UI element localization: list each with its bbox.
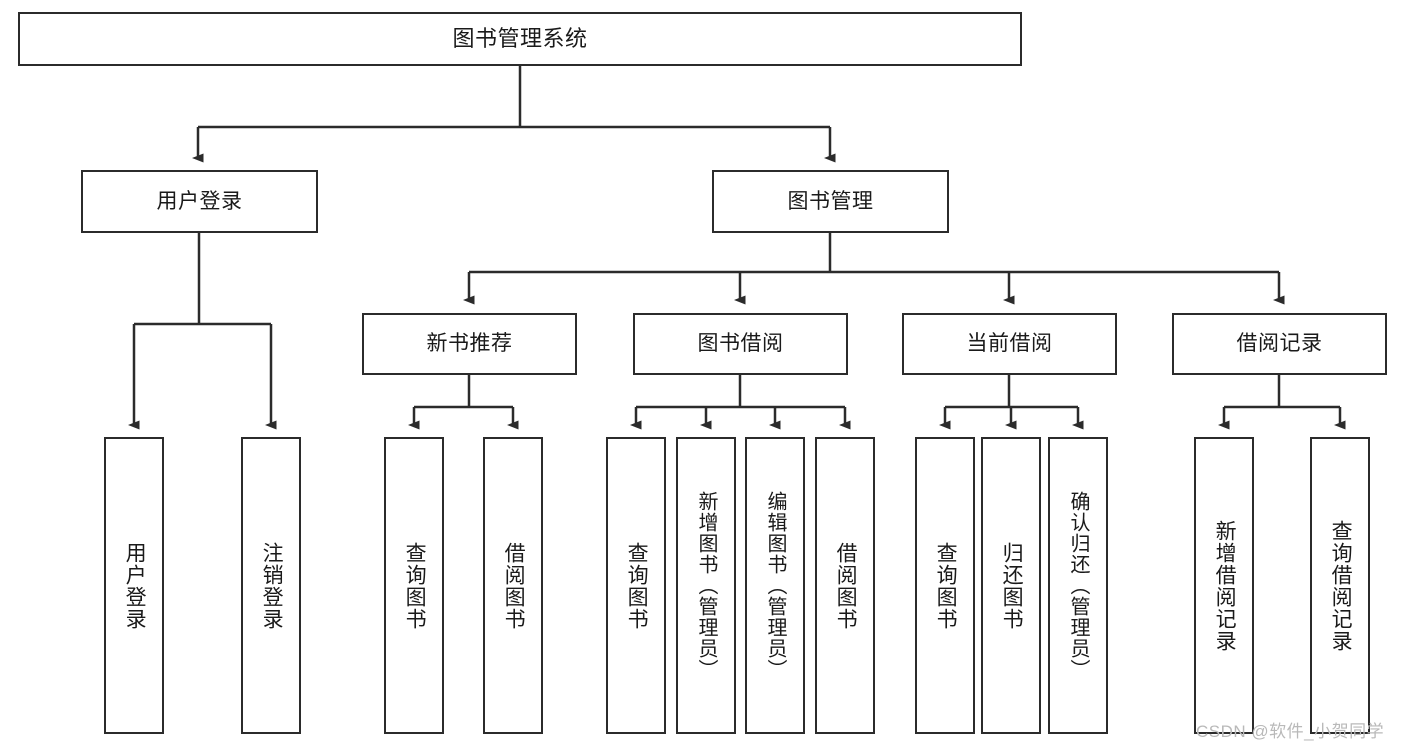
node-user-login[interactable]: 用户登录 [81, 170, 318, 233]
leaf-borrow-record-query-record[interactable]: 查询借阅记录 [1310, 437, 1370, 734]
leaf-label: 新增图书（管理员） [695, 491, 717, 680]
node-label: 当前借阅 [966, 332, 1053, 356]
leaf-book-borrow-edit-book-admin[interactable]: 编辑图书（管理员） [745, 437, 805, 734]
node-label: 用户登录 [156, 189, 243, 213]
leaf-label: 用户登录 [123, 541, 147, 630]
node-book-borrow[interactable]: 图书借阅 [633, 313, 848, 375]
leaf-current-borrow-confirm-return-admin[interactable]: 确认归还（管理员） [1048, 437, 1108, 734]
leaf-label: 确认归还（管理员） [1067, 491, 1089, 680]
node-label: 图书管理 [787, 189, 874, 213]
node-borrow-record[interactable]: 借阅记录 [1172, 313, 1387, 375]
leaf-book-borrow-add-book-admin[interactable]: 新增图书（管理员） [676, 437, 736, 734]
leaf-label: 查询图书 [625, 541, 649, 630]
leaf-current-borrow-query-book[interactable]: 查询图书 [915, 437, 975, 734]
csdn-watermark: CSDN @软件_小贺同学 [1196, 722, 1385, 741]
leaf-user-login-logout[interactable]: 注销登录 [241, 437, 301, 734]
leaf-label: 借阅图书 [834, 541, 858, 630]
leaf-label: 编辑图书（管理员） [764, 491, 786, 680]
node-root-book-management-system[interactable]: 图书管理系统 [18, 12, 1022, 66]
leaf-label: 注销登录 [260, 541, 284, 630]
leaf-label: 借阅图书 [502, 541, 526, 630]
leaf-borrow-record-add-record[interactable]: 新增借阅记录 [1194, 437, 1254, 734]
node-label: 借阅记录 [1236, 332, 1323, 356]
leaf-current-borrow-return-book[interactable]: 归还图书 [981, 437, 1041, 734]
node-label: 图书管理系统 [452, 25, 588, 51]
leaf-label: 查询图书 [934, 541, 958, 630]
node-label: 图书借阅 [697, 332, 784, 356]
leaf-label: 新增借阅记录 [1213, 519, 1237, 652]
node-book-management[interactable]: 图书管理 [712, 170, 949, 233]
node-current-borrow[interactable]: 当前借阅 [902, 313, 1117, 375]
node-label: 新书推荐 [426, 332, 513, 356]
leaf-book-borrow-borrow-book[interactable]: 借阅图书 [815, 437, 875, 734]
leaf-label: 查询借阅记录 [1329, 519, 1353, 652]
leaf-label: 归还图书 [1000, 541, 1024, 630]
leaf-book-borrow-query-book[interactable]: 查询图书 [606, 437, 666, 734]
node-new-book-recommend[interactable]: 新书推荐 [362, 313, 577, 375]
leaf-new-book-query-book[interactable]: 查询图书 [384, 437, 444, 734]
leaf-label: 查询图书 [403, 541, 427, 630]
leaf-user-login-login[interactable]: 用户登录 [104, 437, 164, 734]
leaf-new-book-borrow-book[interactable]: 借阅图书 [483, 437, 543, 734]
